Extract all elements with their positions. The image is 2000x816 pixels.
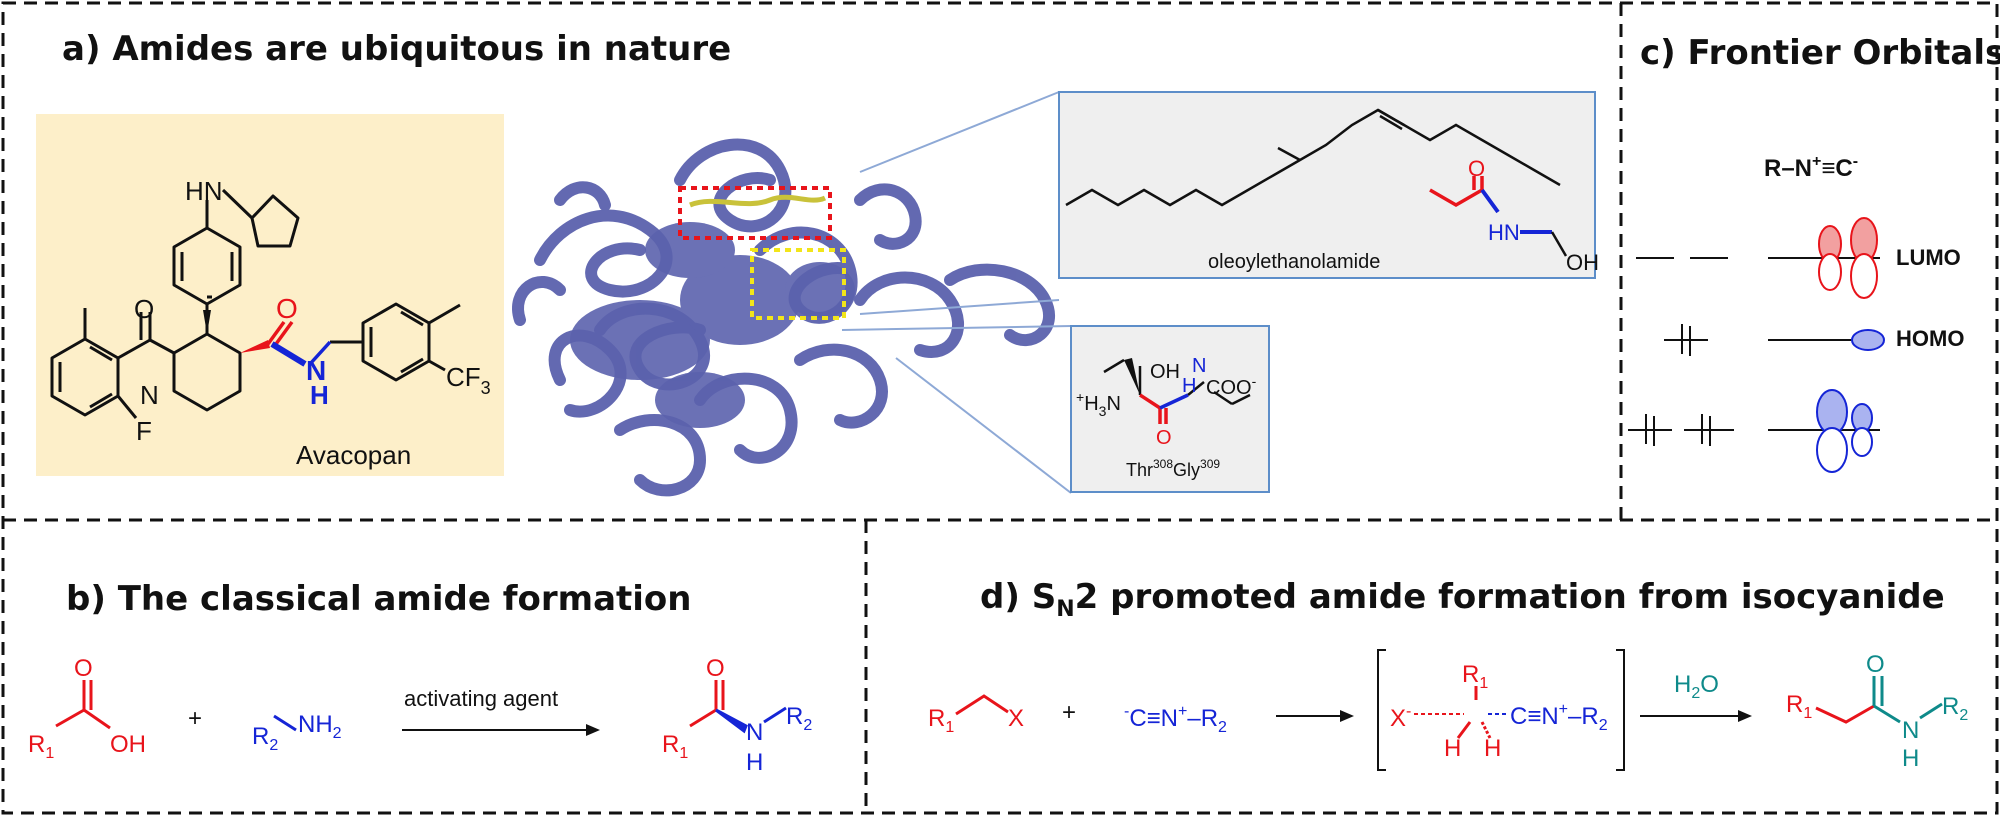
halide-r1: R1 [928, 705, 954, 736]
atom-f: F [136, 416, 152, 446]
atom-n-amide: N [306, 355, 326, 386]
ligand-strand [689, 194, 827, 208]
homo-lobe [1851, 329, 1885, 351]
carboxylic-acid: O R1 OH [28, 655, 146, 762]
peptide-box: OH +H3N H N O COO- Thr308Gly309 [1070, 325, 1270, 493]
peptide-atom-n: N [1192, 355, 1206, 377]
peptide-atom-oh: OH [1150, 361, 1180, 383]
arrow-label-activating-agent: activating agent [404, 686, 558, 711]
cyclopentyl-ring [250, 194, 300, 248]
oleoylethanolamide-box: O HN OH oleoylethanolamide [1058, 91, 1599, 279]
ts-h2: H [1484, 735, 1501, 762]
acid-r1: R1 [28, 731, 54, 762]
atom-hn: HN [185, 176, 223, 206]
oea-name-label: oleoylethanolamide [1208, 251, 1380, 273]
reaction-arrow-1 [1276, 710, 1354, 722]
acid-oh: OH [110, 731, 146, 758]
lumo-label: LUMO [1896, 245, 1961, 270]
halide-x: X [1008, 705, 1024, 732]
amine-r2: R2 [252, 723, 278, 754]
hydrolysis-arrow: H2O [1640, 671, 1752, 722]
panel-b-title: b) The classical amide formation [66, 579, 692, 619]
ts-h1: H [1444, 735, 1461, 762]
oea-atom-hn: HN [1488, 220, 1520, 245]
drug-background [36, 114, 504, 476]
peptide-highlight-box [750, 248, 846, 320]
amine: R2 NH2 [252, 711, 342, 754]
product-b-h: H [746, 749, 763, 776]
panel-d-title: d) SN2 promoted amide formation from iso… [980, 577, 1945, 622]
peptide-atom-coo: COO- [1206, 373, 1257, 399]
oea-atom-o: O [1468, 156, 1485, 181]
product-b-r2: R2 [786, 703, 812, 734]
product-d-h: H [1902, 745, 1919, 772]
acid-o: O [74, 655, 93, 682]
ts-x: X- [1390, 703, 1411, 732]
drug-name-label: Avacopan [296, 440, 411, 470]
panel-a-title: a) Amides are ubiquitous in nature [62, 29, 731, 69]
alkyl-halide: R1 X [928, 694, 1024, 736]
electron-arrows [1645, 324, 1711, 446]
amine-nh2: NH2 [298, 711, 342, 742]
product-b-o: O [706, 655, 725, 682]
peptide-atom-h3n: +H3N [1076, 389, 1121, 419]
peptide-name-label: Thr308Gly309 [1126, 457, 1220, 480]
atom-o-amide: O [276, 293, 298, 324]
transition-state: X- R1 H H C≡N+–R2 [1377, 649, 1625, 771]
product-d-o: O [1866, 651, 1885, 678]
plus-sign-b: + [188, 705, 202, 732]
ts-isocyanide: C≡N+–R2 [1510, 701, 1608, 734]
homo-label: HOMO [1896, 326, 1964, 351]
product-d-r1: R1 [1786, 691, 1812, 722]
orbital-diagram: LUMO HOMO [1628, 217, 1964, 473]
isocyanide-reagent: -C≡N+–R2 [1124, 703, 1227, 736]
atom-n-piperidine: N [140, 380, 159, 410]
product-d-n: N [1902, 717, 1919, 744]
product-d-r2: R2 [1942, 693, 1968, 724]
panel-c-title: c) Frontier Orbitals [1640, 33, 2000, 73]
atom-h-amide: H [310, 380, 329, 410]
amide-product-b: O R1 N H R2 [662, 655, 812, 776]
product-b-n: N [746, 719, 763, 746]
oea-atom-oh: OH [1566, 250, 1599, 275]
product-b-r1: R1 [662, 731, 688, 762]
isocyanide-formula: R–N+≡C- [1764, 153, 1858, 182]
amide-product-d: R1 O N H R2 [1786, 651, 1968, 772]
lumo-lobes [1818, 217, 1878, 299]
atom-o-benzoyl: O [134, 294, 154, 324]
callout-lines [841, 91, 1072, 494]
protein-ribbon-strands [570, 222, 855, 428]
ligand-highlight-box [678, 186, 832, 240]
ts-r1: R1 [1462, 661, 1488, 692]
avacopan-structure: HN N O O N H F CF3 Avacopan [36, 114, 504, 476]
activation-arrow: activating agent [402, 686, 600, 736]
pi-lobes [1816, 389, 1873, 473]
atom-cf3: CF3 [446, 362, 491, 398]
oea-chain [1065, 108, 1561, 207]
water-label: H2O [1674, 671, 1719, 702]
plus-sign-d: + [1062, 699, 1076, 726]
peptide-atom-o: O [1156, 427, 1172, 449]
peptide-atom-hn: H [1182, 375, 1196, 397]
